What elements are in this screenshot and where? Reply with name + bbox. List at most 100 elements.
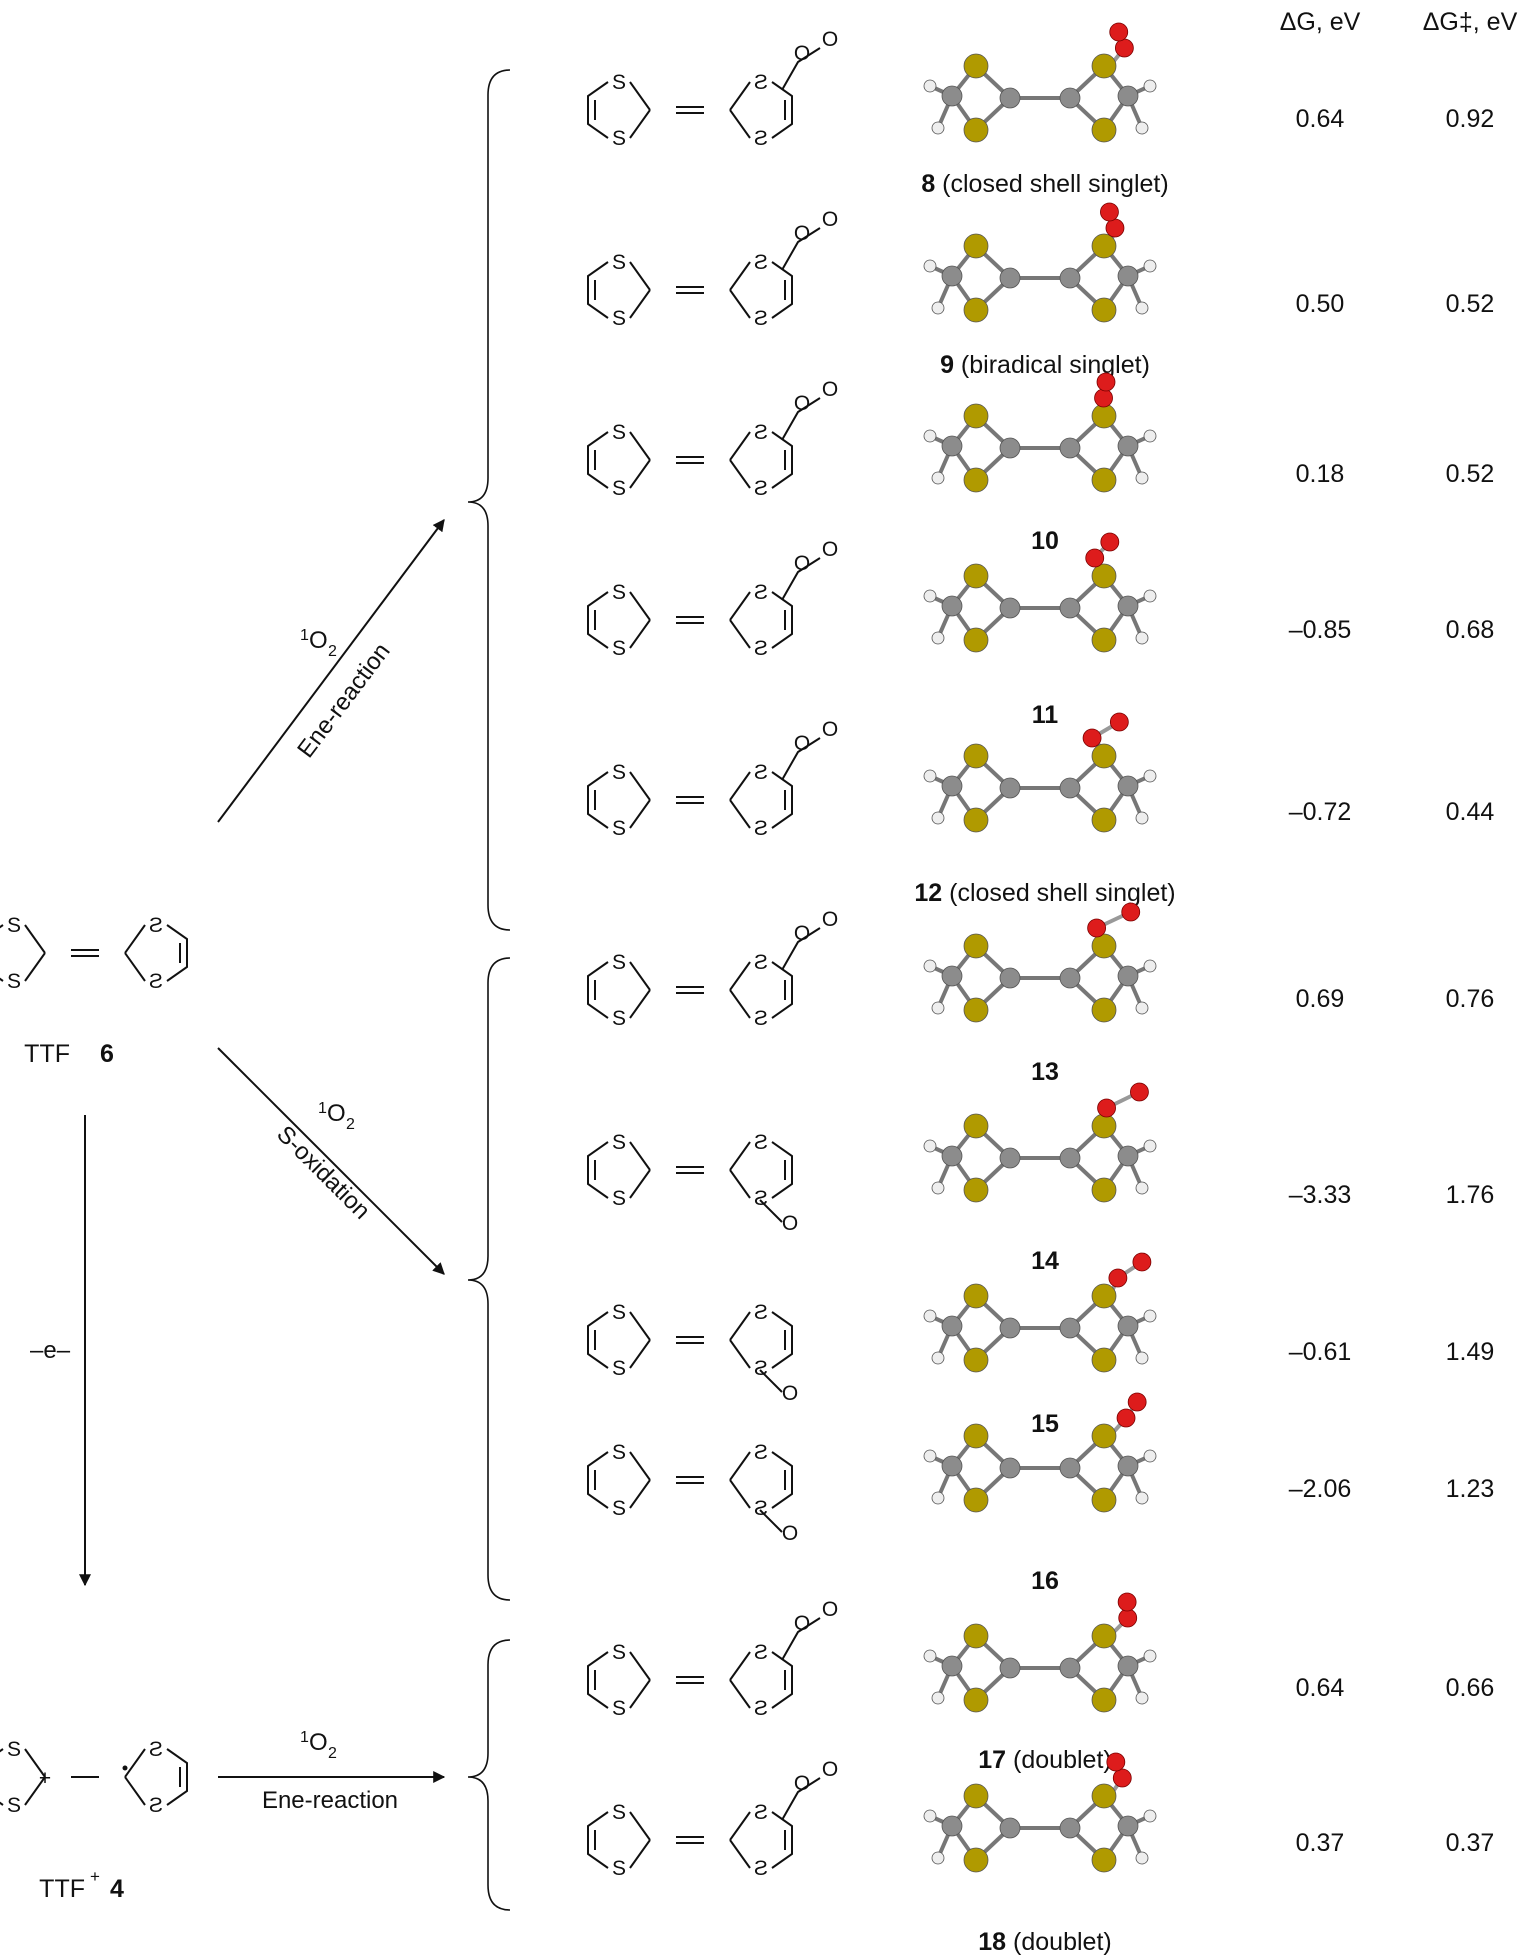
carbon-atom bbox=[1117, 85, 1139, 107]
sulfur-atom bbox=[1091, 1623, 1117, 1649]
compound-label: 12 (closed shell singlet) bbox=[914, 879, 1175, 907]
sulfur-atom bbox=[1091, 403, 1117, 429]
sulfur-atom-label: S bbox=[149, 1738, 163, 1761]
hydrogen-atom bbox=[1135, 301, 1149, 315]
ball-stick-model bbox=[923, 532, 1157, 653]
dg-ts-value: 0.68 bbox=[1446, 616, 1495, 644]
carbon-atom bbox=[941, 1815, 963, 1837]
oxygen-atom-label: O bbox=[794, 392, 810, 415]
sulfur-atom-label: S bbox=[612, 581, 626, 604]
compound-label: 15 bbox=[1031, 1410, 1059, 1438]
compound-number: 9 bbox=[940, 351, 954, 379]
compound-number: 14 bbox=[1031, 1247, 1059, 1275]
carbon-atom bbox=[999, 777, 1021, 799]
sulfur-atom-label: S bbox=[612, 1357, 626, 1380]
hydrogen-atom bbox=[1135, 1181, 1149, 1195]
carbon-atom bbox=[1117, 1145, 1139, 1167]
ball-stick-model bbox=[923, 1082, 1157, 1203]
carbon-atom bbox=[999, 267, 1021, 289]
ttf-reactant: SS SS TTF 6 bbox=[0, 914, 188, 1068]
sulfur-atom-label: S bbox=[612, 1301, 626, 1324]
sulfur-atom-label: S bbox=[612, 307, 626, 330]
hydrogen-atom bbox=[1135, 631, 1149, 645]
oxygen-atom bbox=[1112, 1768, 1132, 1788]
carbon-atom bbox=[1059, 1457, 1081, 1479]
oxygen-atom bbox=[1121, 902, 1141, 922]
compound-number: 13 bbox=[1031, 1058, 1059, 1086]
carbon-atom bbox=[1117, 1655, 1139, 1677]
sulfur-atom-label: S bbox=[612, 251, 626, 274]
sulfur-atom-label: S bbox=[7, 1794, 21, 1817]
sulfur-atom bbox=[1091, 563, 1117, 589]
compound-number: 18 bbox=[978, 1928, 1006, 1956]
radical-dot bbox=[122, 1765, 128, 1771]
oxygen-atom-label: O bbox=[822, 1758, 838, 1781]
hydrogen-atom bbox=[931, 1491, 945, 1505]
sulfur-atom bbox=[963, 1847, 989, 1873]
dg-value: 0.18 bbox=[1296, 460, 1345, 488]
sulfur-atom-label: S bbox=[754, 1441, 768, 1464]
oxygen-atom bbox=[1116, 1408, 1136, 1428]
sulfur-atom-label: S bbox=[149, 914, 163, 937]
header-dg-ts: ΔG‡, eV bbox=[1423, 8, 1518, 36]
sulfur-atom-label: S bbox=[754, 307, 768, 330]
hydrogen-atom bbox=[1143, 769, 1157, 783]
oxygen-atom bbox=[1109, 712, 1129, 732]
sulfur-atom bbox=[1091, 627, 1117, 653]
ball-stick-model bbox=[923, 902, 1157, 1023]
sulfur-atom-label: S bbox=[612, 1007, 626, 1030]
carbon-atom bbox=[941, 435, 963, 457]
carbon-atom bbox=[941, 1145, 963, 1167]
dg-value: 0.50 bbox=[1296, 290, 1345, 318]
carbon-atom bbox=[1059, 87, 1081, 109]
hydrogen-atom bbox=[1135, 1691, 1149, 1705]
hydrogen-atom bbox=[931, 811, 945, 825]
dg-value: 0.37 bbox=[1296, 1829, 1345, 1857]
header-dg: ΔG, eV bbox=[1280, 8, 1361, 36]
hydrogen-atom bbox=[1135, 811, 1149, 825]
compound-label: 13 bbox=[1031, 1058, 1059, 1086]
ring-bonds bbox=[729, 1141, 793, 1199]
carbon-atom bbox=[941, 1655, 963, 1677]
sulfur-atom-label: S bbox=[612, 1497, 626, 1520]
brace-s-oxidation-products bbox=[467, 957, 511, 1601]
hydrogen-atom bbox=[1143, 429, 1157, 443]
oxygen-atom bbox=[1094, 388, 1113, 408]
sulfur-atom bbox=[1091, 233, 1117, 259]
sulfur-atom-label: S bbox=[612, 127, 626, 150]
ring-bonds bbox=[587, 261, 651, 319]
oxygen-atom-label: O bbox=[822, 718, 838, 741]
sulfur-atom-label: S bbox=[612, 71, 626, 94]
hydrogen-atom bbox=[931, 1181, 945, 1195]
svg-text:1: 1 bbox=[300, 1729, 309, 1746]
hydrogen-atom bbox=[1135, 1351, 1149, 1365]
hydrogen-atom bbox=[1135, 1001, 1149, 1015]
sulfur-atom bbox=[1091, 1783, 1117, 1809]
oxygen-atom-label: O bbox=[782, 1212, 798, 1235]
ring-bonds bbox=[587, 961, 651, 1019]
oxygen-atom-label: O bbox=[794, 1772, 810, 1795]
hydrogen-atom bbox=[923, 1139, 937, 1153]
sulfur-atom bbox=[963, 997, 989, 1023]
oxygen-atom-label: O bbox=[794, 222, 810, 245]
sulfur-atom bbox=[963, 1487, 989, 1513]
carbon-atom bbox=[1059, 1317, 1081, 1339]
compound-note: (doublet) bbox=[1006, 1746, 1112, 1774]
compound-label: 17 (doublet) bbox=[978, 1746, 1111, 1774]
sulfur-atom-label: S bbox=[7, 1738, 21, 1761]
sulfur-atom-label: S bbox=[612, 951, 626, 974]
hydrogen-atom bbox=[1135, 1491, 1149, 1505]
oxygen-atom-label: O bbox=[822, 538, 838, 561]
sulfur-atom-label: S bbox=[612, 1857, 626, 1880]
dithiolyl-ring-right: SS bbox=[124, 1738, 188, 1817]
sulfur-atom-label: S bbox=[612, 421, 626, 444]
sulfur-atom bbox=[1091, 933, 1117, 959]
compound-label: 10 bbox=[1031, 527, 1059, 555]
ring-bonds bbox=[124, 924, 188, 982]
sulfur-atom bbox=[1091, 1487, 1117, 1513]
